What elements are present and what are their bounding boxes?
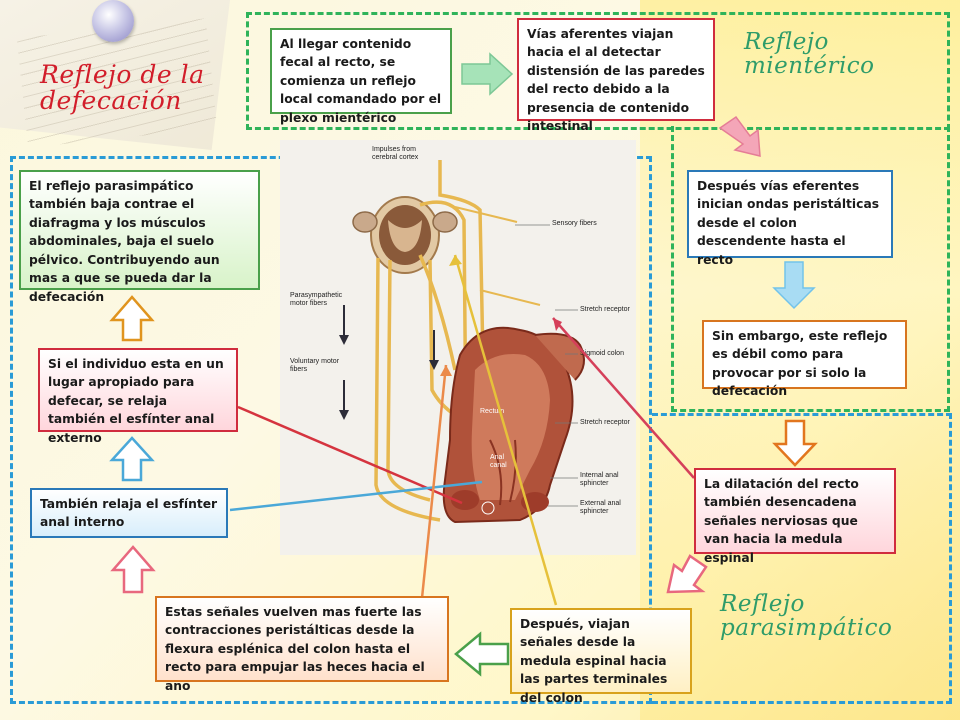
box-internal-sphincter: También relaja el esfínter anal interno [30,488,228,538]
main-title: Reflejo de la defecación [40,60,205,116]
mienteric-frame-right [671,126,950,412]
box-rectal-dilatation: La dilatación del recto también desencad… [694,468,896,565]
label-rectum: Rectum [480,408,505,415]
sensory-fibers [454,206,541,306]
label-sensory-fibers: Sensory fibers [552,220,597,227]
spinal-cord-icon [352,196,458,274]
label-parasympathetic: Parasympathetic motor fibers [290,292,343,308]
label-external-sphincter: External anal sphincter [580,500,621,516]
box-diaphragm-abdominal: El reflejo parasimpático también baja co… [19,170,260,304]
arrow-diagonal-down-icon [718,115,761,157]
arrow-down-outline-icon [772,419,818,467]
line-dilatation [552,317,695,479]
parasympathetic-title: Reflejo parasimpático [720,591,893,642]
mienteric-frame [246,12,950,130]
box-local-reflex: Al llegar contenido fecal al recto, se c… [270,28,452,125]
box-spinal-signals: Después, viajan señales desde la medula … [510,608,692,705]
pushpin-icon [92,0,134,42]
arrow-up-outline-icon [110,545,156,594]
arrow-up-blue-icon [109,436,155,482]
box-stronger-contractions: Estas señales vuelven mas fuerte las con… [155,596,449,693]
parasympathetic-frame-right [652,413,952,704]
label-voluntary: Voluntary motor fibers [290,358,340,374]
arrow-diagonal-down-left-icon [666,554,708,594]
box-weak-reflex: Sin embargo, este reflejo es débil como … [702,320,907,398]
connector-arrowheads [440,255,562,376]
arrow-right-icon [461,52,514,96]
box-efferent-pathways: Después vías eferentes inician ondas per… [687,170,893,267]
arrow-up-orange-icon [109,295,155,342]
label-stretch-receptor-1: Stretch receptor [580,306,630,313]
box-afferent-pathways: Vías aferentes viajan hacia el al detect… [517,18,715,133]
mienteric-title: Reflejo mientérico [744,29,875,80]
box-external-sphincter: Si el individuo esta en un lugar apropia… [38,348,238,445]
line-internal-sphincter [229,480,483,512]
line-spinal-signals [453,254,558,606]
rectum-icon [442,326,585,524]
label-impulses: Impulses from cerebral cortex [372,146,419,162]
line-peristalsis [420,364,448,599]
label-internal-sphincter: Internal anal sphincter [580,472,619,488]
label-stretch-receptor-2: Stretch receptor [580,419,630,426]
notepad-decoration [0,0,230,150]
direction-arrowheads [339,335,439,420]
label-pointers [515,224,578,507]
arrow-down-icon [772,261,816,310]
spinal-cord-rectum-diagram [339,160,585,524]
label-sigmoid-colon: Sigmoid colon [580,350,624,357]
line-external-sphincter [237,405,463,505]
label-anal-canal: Anal canal [490,454,507,470]
arrow-left-outline-icon [454,631,510,677]
